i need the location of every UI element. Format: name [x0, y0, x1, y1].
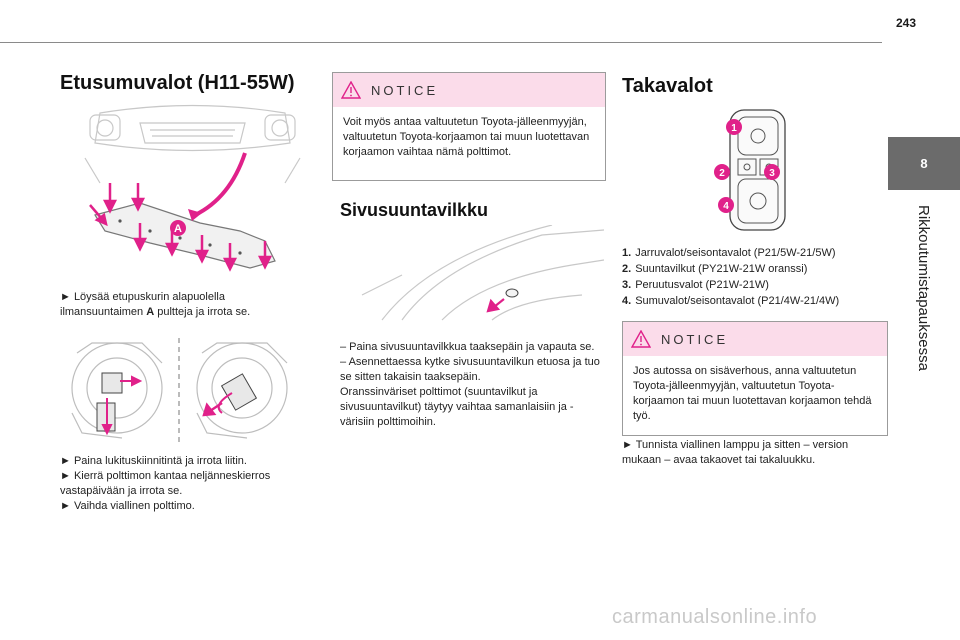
section-heading-rear-lights: Takavalot — [622, 75, 713, 97]
list-item: 3.Peruutusvalot (P21W-21W) — [622, 279, 769, 291]
list-item: 4.Sumuvalot/seisontavalot (P21/4W-21/4W) — [622, 295, 840, 307]
rear-bulb-list: 1.Jarruvalot/seisontavalot (P21/5W-21/5W… — [622, 245, 839, 309]
fog-instruction-1: ► Löysää etupuskurin alapuolella ilmansu… — [60, 291, 251, 318]
chapter-title: Rikkoutumistapauksessa — [915, 205, 932, 371]
section-heading-side-indicator: Sivusuuntavilkku — [340, 200, 489, 220]
notice-label: NOTICE — [371, 82, 439, 98]
page-number: 243 — [896, 16, 917, 30]
rear-light-instruction: ► Tunnista viallinen lamppu ja sitten – … — [622, 439, 849, 466]
notice-header: NOTICE — [623, 322, 887, 356]
callout-a-label: A — [174, 223, 182, 235]
rear-light-cluster-illustration: 1 2 3 4 — [714, 109, 786, 231]
list-item: 2.Suuntavilkut (PY21W-21W oranssi) — [622, 263, 808, 275]
section-heading-fog-lights: Etusumuvalot (H11-55W) — [60, 72, 295, 94]
side-indicator-line-3: Oranssinväriset polttimot (suuntavilkut … — [340, 386, 574, 428]
bumper-deflector-illustration: A — [84, 104, 301, 272]
side-indicator-line-1: – Paina sivusuuntavilkkua taaksepäin ja … — [340, 341, 595, 353]
side-indicator-text: – Paina sivusuuntavilkkua taaksepäin ja … — [340, 340, 604, 430]
callout-a-icon — [170, 220, 186, 236]
fog-bulb-removal-illustration — [71, 338, 288, 443]
side-indicator-line-2: – Asennettaessa kytke sivusuuntavilkun e… — [340, 356, 600, 383]
list-item: 1.Jarruvalot/seisontavalot (P21/5W-21/5W… — [622, 247, 836, 259]
header-rule — [0, 42, 882, 43]
callout-3: 3 — [769, 168, 775, 179]
fog-step-2: ► Kierrä polttimon kantaa neljänneskierr… — [60, 470, 271, 497]
callout-1: 1 — [731, 123, 737, 134]
fog-step-1: ► Paina lukituskiinnitintä ja irrota lii… — [60, 455, 247, 467]
fog-step-3: ► Vaihda viallinen polttimo. — [60, 500, 195, 512]
footer-watermark[interactable]: carmanualsonline.info — [612, 606, 818, 628]
chapter-tab[interactable]: 8 — [888, 137, 960, 190]
callout-4: 4 — [723, 201, 729, 212]
rear-light-callouts: 1 2 3 4 — [714, 119, 780, 213]
notice-text: Voit myös antaa valtuutetun Toyota-jälle… — [343, 116, 590, 158]
warning-triangle-icon — [341, 81, 361, 99]
notice-box-middle: NOTICE Voit myös antaa valtuutetun Toyot… — [332, 72, 606, 181]
notice-box-right: NOTICE Jos autossa on sisäverhous, anna … — [622, 321, 888, 436]
notice-text: Jos autossa on sisäverhous, anna valtuut… — [633, 365, 872, 422]
fog-steps: ► Paina lukituskiinnitintä ja irrota lii… — [60, 454, 295, 514]
warning-triangle-icon — [631, 330, 651, 348]
notice-label: NOTICE — [661, 331, 729, 347]
notice-header: NOTICE — [333, 73, 605, 107]
callout-2: 2 — [719, 168, 725, 179]
side-indicator-illustration — [361, 225, 604, 321]
